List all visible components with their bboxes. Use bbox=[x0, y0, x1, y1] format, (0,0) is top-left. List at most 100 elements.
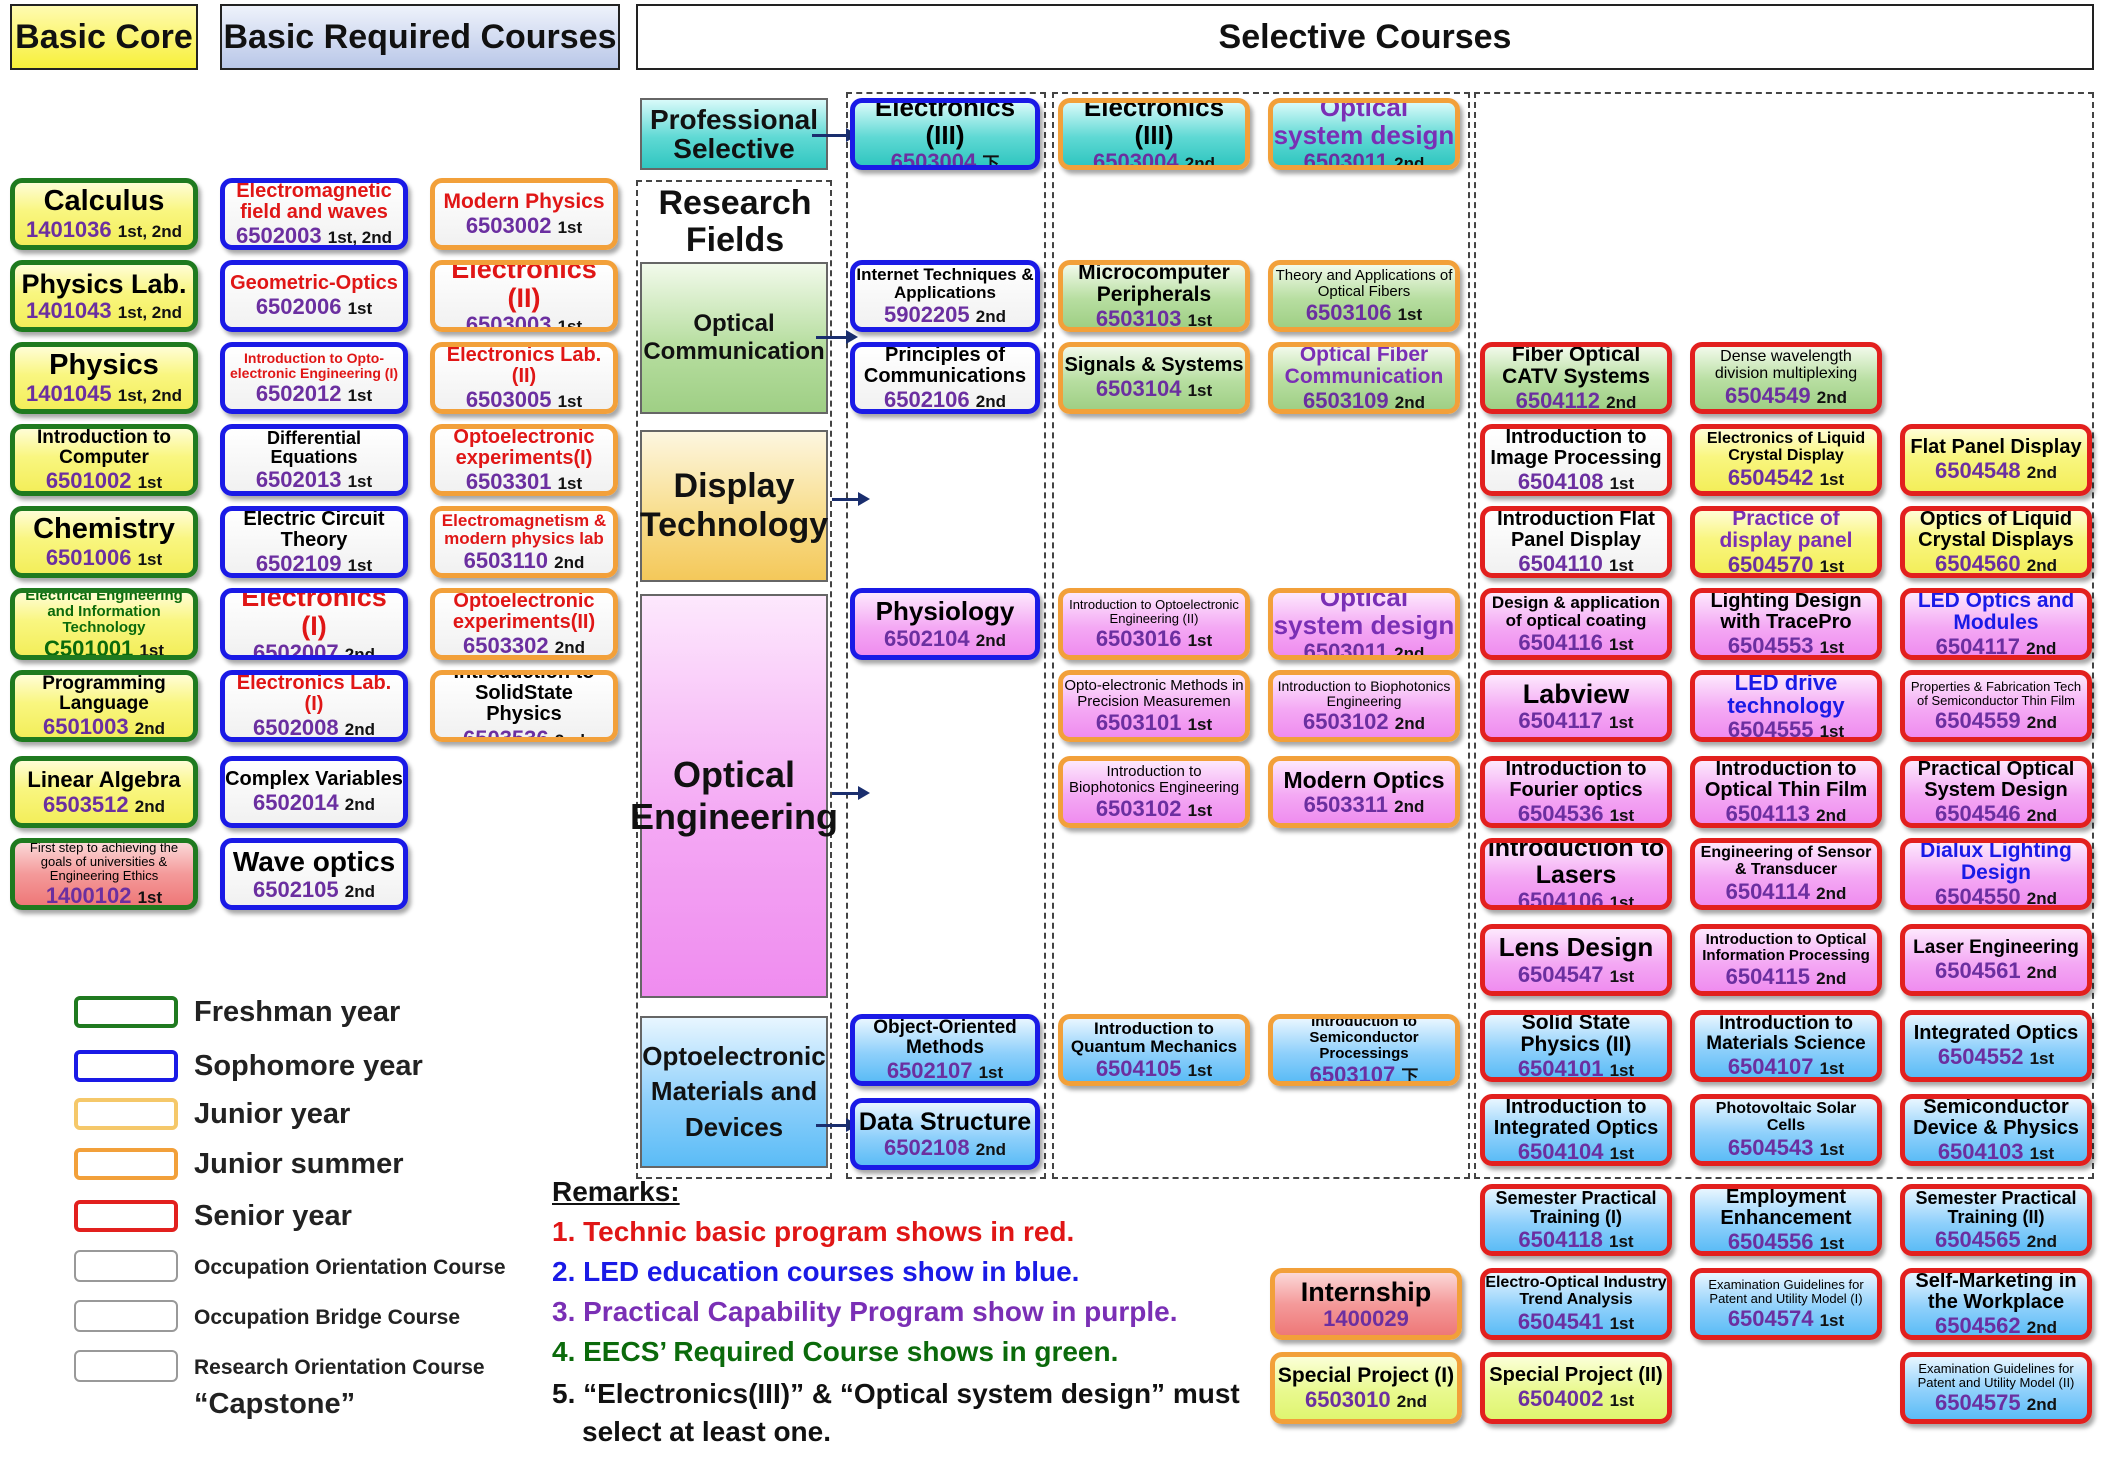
course-card[interactable]: Electronics (III)6503004 2nd bbox=[1058, 98, 1250, 170]
course-card[interactable]: Physics Lab.1401043 1st, 2nd bbox=[10, 260, 198, 332]
course-code: 6504552 bbox=[1937, 1044, 2024, 1070]
course-card[interactable]: Electrical Engineering and Information T… bbox=[10, 588, 198, 660]
course-name: Electro-Optical Industry Trend Analysis bbox=[1485, 1273, 1667, 1308]
course-card[interactable]: Electronics (III)6503004 下 bbox=[850, 98, 1040, 170]
course-card[interactable]: Theory and Applications of Optical Fiber… bbox=[1268, 260, 1460, 332]
course-card[interactable]: Examination Guidelines for Patent and Ut… bbox=[1900, 1352, 2092, 1424]
course-card[interactable]: Properties & Fabrication Tech of Semicon… bbox=[1900, 670, 2092, 742]
course-card[interactable]: Semester Practical Training (II)6504565 … bbox=[1900, 1184, 2092, 1256]
legend-senior-swatch bbox=[74, 1200, 178, 1232]
course-card[interactable]: Examination Guidelines for Patent and Ut… bbox=[1690, 1268, 1882, 1340]
course-card[interactable]: Electronics (II)6503003 1st bbox=[430, 260, 618, 332]
course-card[interactable]: Optoelectronic experiments(II)6503302 2n… bbox=[430, 588, 618, 660]
course-card[interactable]: Electronics Lab. (I)6502008 2nd bbox=[220, 670, 408, 742]
legend-occupation-orientation-swatch bbox=[74, 1250, 178, 1282]
course-semester: 2nd bbox=[975, 392, 1006, 412]
course-code: C501001 bbox=[43, 635, 134, 660]
course-code: 6504556 bbox=[1727, 1229, 1814, 1255]
course-card[interactable]: First step to achieving the goals of uni… bbox=[10, 838, 198, 910]
course-name: Electronics (II) bbox=[451, 260, 597, 313]
course-card[interactable]: Introduction to Biophotonics Engineering… bbox=[1268, 670, 1460, 742]
course-card[interactable]: Semester Practical Training (I)6504118 1… bbox=[1480, 1184, 1672, 1256]
course-card[interactable]: Electronics (I)6502007 2nd bbox=[220, 588, 408, 660]
course-card[interactable]: Special Project (II)6504002 1st bbox=[1480, 1352, 1672, 1424]
course-card[interactable]: Introduction to Opto-electronic Engineer… bbox=[220, 342, 408, 414]
course-code: 6503107 bbox=[1309, 1061, 1396, 1086]
course-card[interactable]: Introduction to Optoelectronic Engineeri… bbox=[1058, 588, 1250, 660]
course-card[interactable]: Special Project (I)6503010 2nd bbox=[1270, 1352, 1462, 1424]
course-card[interactable]: Introduction to Semiconductor Processing… bbox=[1268, 1014, 1460, 1086]
course-name: First step to achieving the goals of uni… bbox=[29, 840, 179, 883]
course-code: 6504550 bbox=[1934, 884, 2021, 910]
course-name: Fiber Optical CATV Systems bbox=[1502, 342, 1650, 388]
course-semester: 1st bbox=[347, 471, 373, 491]
course-code: 6503301 bbox=[465, 469, 552, 495]
course-card[interactable]: Electronics Lab. (II)6503005 1st bbox=[430, 342, 618, 414]
course-card[interactable]: Optoelectronic experiments(I)6503301 1st bbox=[430, 424, 618, 496]
course-card[interactable]: Introduction to Biophotonics Engineering… bbox=[1058, 756, 1250, 828]
research-fields-region bbox=[636, 180, 832, 1179]
course-semester: 1st bbox=[2029, 1049, 2055, 1069]
course-card[interactable]: Solid State Physics (II)6504101 1st bbox=[1480, 1010, 1672, 1082]
course-card[interactable]: Opto-electronic Methods in Precision Mea… bbox=[1058, 670, 1250, 742]
course-card[interactable]: Introduction to Optical Information Proc… bbox=[1690, 924, 1882, 996]
